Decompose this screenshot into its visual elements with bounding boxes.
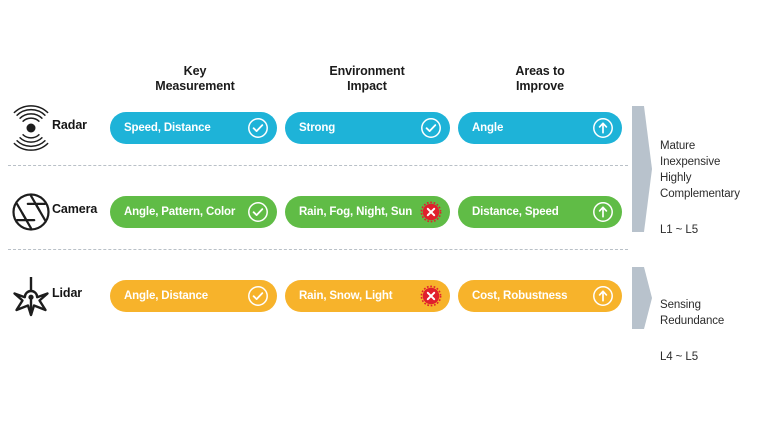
- annotation-level: L1 ~ L5: [660, 224, 698, 236]
- pill-radar-environment-impact[interactable]: Strong: [285, 112, 450, 144]
- pill-radar-areas-to-improve[interactable]: Angle: [458, 112, 622, 144]
- radar-waves-icon: [8, 103, 54, 153]
- check-circle-icon: [247, 117, 269, 139]
- pill-label: Strong: [299, 122, 336, 134]
- arrow-up-circle-icon: [592, 285, 614, 307]
- pill-label: Speed, Distance: [124, 122, 211, 134]
- pill-lidar-areas-to-improve[interactable]: Cost, Robustness: [458, 280, 622, 312]
- check-circle-icon: [420, 117, 442, 139]
- x-circle-icon: [420, 285, 442, 307]
- pill-camera-areas-to-improve[interactable]: Distance, Speed: [458, 196, 622, 228]
- pill-label: Angle: [472, 122, 504, 134]
- pill-radar-key-measurement[interactable]: Speed, Distance: [110, 112, 277, 144]
- pill-lidar-key-measurement[interactable]: Angle, Distance: [110, 280, 277, 312]
- pill-label: Rain, Fog, Night, Sun: [299, 206, 413, 218]
- sensor-row-radar: Radar Speed, Distance Strong Angle: [0, 101, 768, 157]
- check-circle-icon: [247, 201, 269, 223]
- x-circle-icon: [420, 201, 442, 223]
- bracket-lidar: [630, 267, 656, 334]
- column-header-areas-to-improve: Areas to Improve: [515, 64, 565, 93]
- arrow-up-circle-icon: [592, 201, 614, 223]
- pill-label: Rain, Snow, Light: [299, 290, 393, 302]
- pill-lidar-environment-impact[interactable]: Rain, Snow, Light: [285, 280, 450, 312]
- annotation-lidar: Sensing Redundance L4 ~ L5: [660, 281, 764, 381]
- pill-label: Distance, Speed: [472, 206, 559, 218]
- sensor-label-camera: Camera: [52, 202, 98, 216]
- bracket-radar-camera: [630, 106, 656, 237]
- annotation-level: L4 ~ L5: [660, 351, 698, 363]
- column-header-key-measurement: Key Measurement: [155, 64, 235, 93]
- sensor-label-lidar: Lidar: [52, 286, 83, 300]
- sensor-label-radar: Radar: [52, 118, 87, 132]
- lidar-burst-icon: [8, 271, 54, 321]
- check-circle-icon: [247, 285, 269, 307]
- pill-label: Cost, Robustness: [472, 290, 568, 302]
- pill-camera-key-measurement[interactable]: Angle, Pattern, Color: [110, 196, 277, 228]
- sensor-row-camera: Camera Angle, Pattern, Color Rain, Fog, …: [0, 185, 768, 241]
- pill-label: Angle, Distance: [124, 290, 209, 302]
- camera-aperture-icon: [8, 187, 54, 237]
- arrow-up-circle-icon: [592, 117, 614, 139]
- column-header-environment-impact: Environment Impact: [329, 64, 405, 93]
- pill-camera-environment-impact[interactable]: Rain, Fog, Night, Sun: [285, 196, 450, 228]
- row-separator: [8, 165, 628, 166]
- annotation-radar-camera: Mature Inexpensive Highly Complementary …: [660, 122, 764, 254]
- annotation-lines: Mature Inexpensive Highly Complementary: [660, 140, 740, 200]
- row-separator: [8, 249, 628, 250]
- pill-label: Angle, Pattern, Color: [124, 206, 236, 218]
- sensor-row-lidar: Lidar Angle, Distance Rain, Snow, Light …: [0, 269, 768, 325]
- annotation-lines: Sensing Redundance: [660, 299, 725, 327]
